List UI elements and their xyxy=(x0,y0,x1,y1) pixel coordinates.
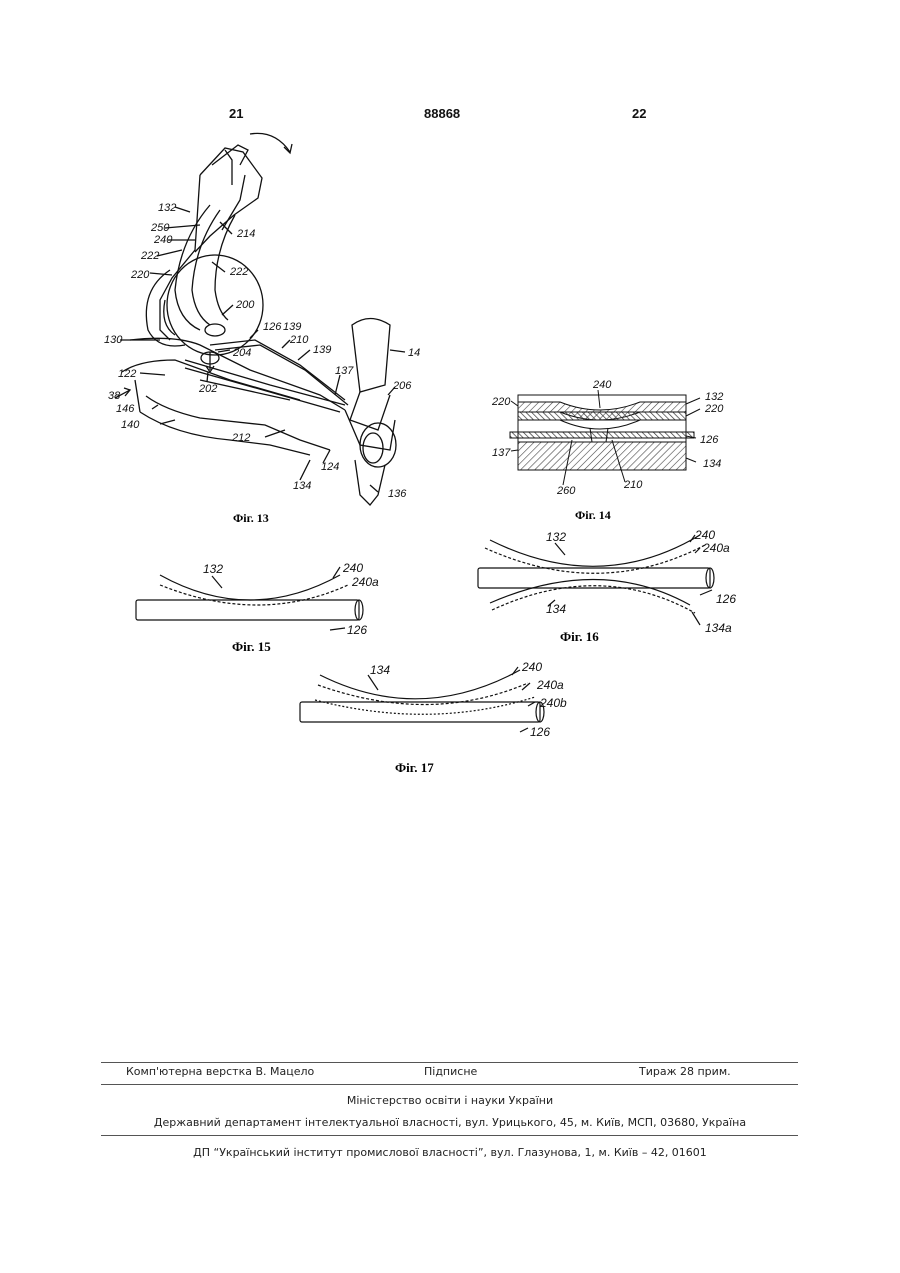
svg-text:260: 260 xyxy=(556,485,576,497)
svg-text:202: 202 xyxy=(198,383,217,395)
svg-text:14: 14 xyxy=(408,347,420,359)
svg-text:214: 214 xyxy=(236,228,255,240)
svg-text:220: 220 xyxy=(130,269,150,281)
svg-text:137: 137 xyxy=(492,447,511,459)
svg-text:134: 134 xyxy=(703,458,721,470)
svg-text:38: 38 xyxy=(108,390,121,402)
footer-rule-middle xyxy=(101,1084,798,1085)
svg-text:240a: 240a xyxy=(351,575,379,589)
svg-text:240: 240 xyxy=(342,561,363,575)
figure-17-labels: 134 240 240a 240b 126 xyxy=(370,660,567,739)
footer-subscription: Підписне xyxy=(424,1065,477,1078)
svg-text:124: 124 xyxy=(321,461,339,473)
svg-text:220: 220 xyxy=(491,396,511,408)
svg-text:240: 240 xyxy=(153,234,173,246)
svg-text:134: 134 xyxy=(370,663,390,677)
figure-16 xyxy=(478,535,714,625)
svg-text:212: 212 xyxy=(231,432,250,444)
figure-13-caption: Фіг. 13 xyxy=(233,511,269,525)
svg-text:240: 240 xyxy=(694,528,715,542)
figures-drawing: 132 250 240 214 222 222 220 200 126 139 … xyxy=(0,0,900,820)
svg-text:250: 250 xyxy=(150,222,170,234)
svg-text:240: 240 xyxy=(521,660,542,674)
svg-text:206: 206 xyxy=(392,380,412,392)
footer-ministry: Міністерство освіти і науки України xyxy=(0,1094,900,1107)
svg-text:220: 220 xyxy=(704,403,724,415)
svg-text:126: 126 xyxy=(347,623,367,637)
svg-text:130: 130 xyxy=(104,334,123,346)
svg-text:132: 132 xyxy=(158,202,176,214)
figure-13-labels: 132 250 240 214 222 222 220 200 126 139 … xyxy=(104,202,420,500)
svg-text:222: 222 xyxy=(140,250,159,262)
footer-rule-bottom xyxy=(101,1135,798,1136)
svg-text:240a: 240a xyxy=(702,541,730,555)
svg-text:240a: 240a xyxy=(536,678,564,692)
footer-circulation: Тираж 28 прим. xyxy=(639,1065,731,1078)
svg-text:132: 132 xyxy=(203,562,223,576)
svg-text:132: 132 xyxy=(705,391,723,403)
figure-15-caption: Фіг. 15 xyxy=(232,639,271,654)
figure-14 xyxy=(510,390,700,485)
figure-17 xyxy=(300,667,544,732)
figure-16-caption: Фіг. 16 xyxy=(560,629,599,644)
svg-text:132: 132 xyxy=(546,530,566,544)
figure-16-labels: 132 240 240a 126 134 134a xyxy=(546,528,736,635)
figure-14-caption: Фіг. 14 xyxy=(575,508,611,522)
svg-text:122: 122 xyxy=(118,368,136,380)
svg-text:126: 126 xyxy=(263,321,282,333)
svg-text:240: 240 xyxy=(592,379,612,391)
svg-text:210: 210 xyxy=(289,334,309,346)
svg-text:210: 210 xyxy=(623,479,643,491)
svg-text:134: 134 xyxy=(293,480,311,492)
svg-text:134a: 134a xyxy=(705,621,732,635)
figure-17-caption: Фіг. 17 xyxy=(395,760,434,775)
svg-text:222: 222 xyxy=(229,266,248,278)
svg-text:139: 139 xyxy=(313,344,331,356)
svg-text:136: 136 xyxy=(388,488,407,500)
svg-text:126: 126 xyxy=(700,434,719,446)
svg-text:126: 126 xyxy=(530,725,550,739)
svg-text:126: 126 xyxy=(716,592,736,606)
svg-text:204: 204 xyxy=(232,347,251,359)
svg-text:139: 139 xyxy=(283,321,301,333)
footer-institute: ДП “Український інститут промислової вла… xyxy=(0,1146,900,1159)
svg-text:140: 140 xyxy=(121,419,140,431)
svg-text:200: 200 xyxy=(235,299,255,311)
svg-text:240b: 240b xyxy=(539,696,567,710)
footer-rule-top xyxy=(101,1062,798,1063)
footer-typesetting: Комп'ютерна верстка В. Мацело xyxy=(126,1065,314,1078)
figure-13 xyxy=(115,133,405,505)
footer-department: Державний департамент інтелектуальної вл… xyxy=(0,1116,900,1129)
svg-text:137: 137 xyxy=(335,365,354,377)
svg-text:146: 146 xyxy=(116,403,135,415)
svg-text:134: 134 xyxy=(546,602,566,616)
figure-15 xyxy=(136,567,363,630)
